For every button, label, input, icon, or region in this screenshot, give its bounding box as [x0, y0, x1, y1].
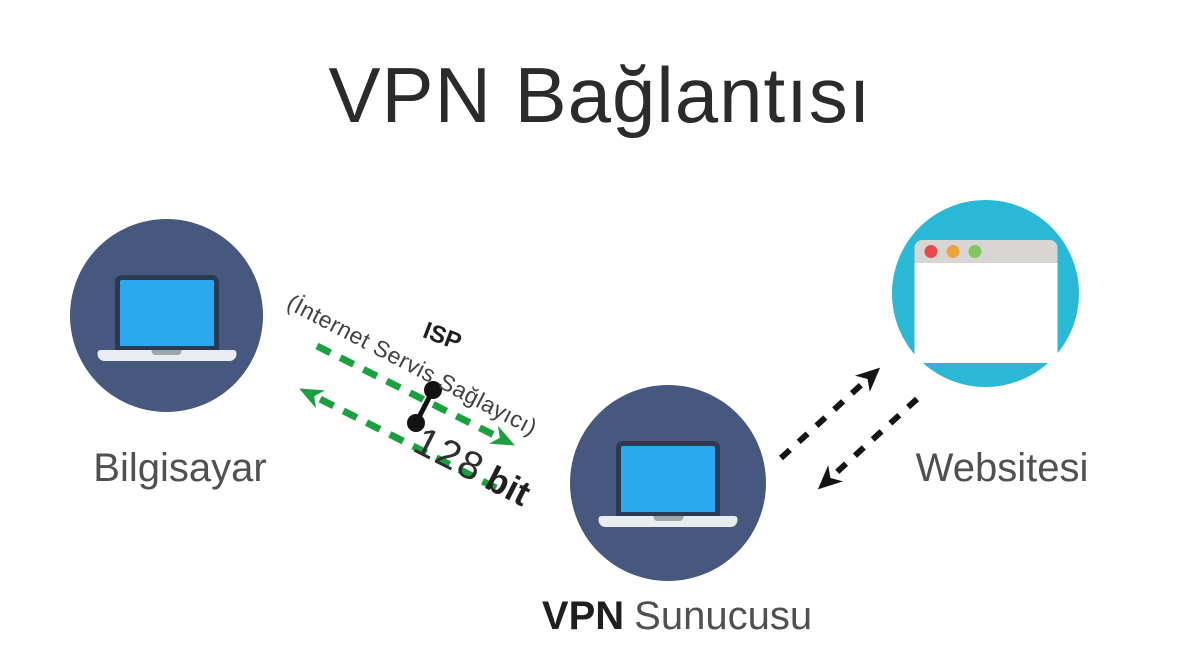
laptop-notch: [653, 516, 683, 521]
laptop-icon: [114, 275, 219, 351]
laptop-base: [598, 516, 738, 527]
browser-maximize-dot-icon: [968, 245, 981, 258]
laptop-notch: [151, 350, 182, 355]
laptop-base: [97, 350, 236, 361]
website-node: [892, 200, 1079, 387]
website-label: Websitesi: [915, 446, 1089, 490]
browser-close-dot-icon: [924, 245, 937, 258]
vpn-server-label-rest: Sunucusu: [634, 594, 813, 638]
green-dashed-arrow-inbound: [299, 388, 498, 492]
vpn-server-label-bold: VPN: [541, 594, 625, 638]
browser-minimize-dot-icon: [946, 245, 959, 258]
two-dot-connector-icon: [407, 381, 442, 432]
browser-window-icon: [914, 240, 1057, 363]
black-dashed-arrow-to-website: [778, 367, 881, 461]
laptop-icon: [616, 441, 720, 517]
computer-node: [70, 219, 263, 412]
diagram-title: VPN Bağlantısı: [328, 51, 872, 139]
green-dashed-arrow-outbound: [315, 342, 515, 446]
vpn-server-node: [570, 385, 766, 581]
browser-header-bar: [914, 240, 1057, 263]
black-dashed-arrow-to-vpn-server: [817, 396, 920, 490]
computer-label: Bilgisayar: [93, 446, 267, 490]
